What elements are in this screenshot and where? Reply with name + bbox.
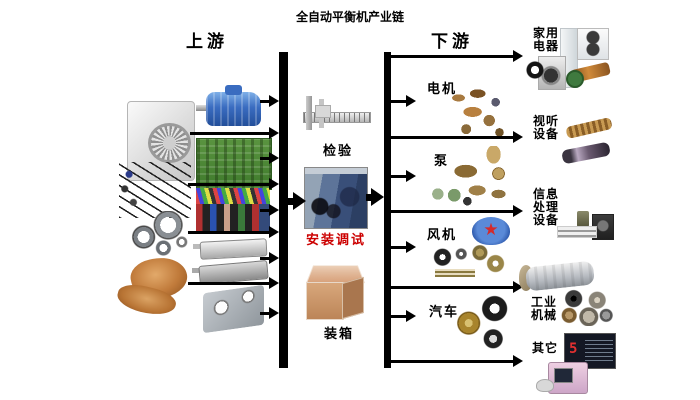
industrial-machine-image [518,259,596,295]
downstream-header: 下游 [431,32,473,51]
app-label-info-equipment: 信息处理设备 [533,187,560,227]
wooden-crate-image [305,260,365,320]
assembly-workshop-image [304,167,368,229]
fan-parts-image [430,245,508,277]
caliper-image [303,96,371,142]
product-sensor-probes [119,162,191,218]
upstream-header: 上游 [186,32,228,51]
product-bearings [126,211,194,261]
fan-star-icon: ★ [483,220,499,239]
display-digit: 5 [569,340,578,357]
step-label-inspection: 检验 [322,143,353,158]
page-title: 全自动平衡机产业链 [295,10,404,24]
black-ring-image [526,61,544,79]
pump-parts-image [428,146,510,206]
air-conditioner-outdoor-image [577,28,609,60]
fan-housing-image: ★ [472,217,510,245]
product-electric-motor [196,82,268,132]
app-label-home-appliances: 家用电器 [533,26,560,53]
motor-parts-image [447,86,511,140]
tester-mouse-image [536,379,554,392]
step-label-packing: 装箱 [323,326,354,341]
app-label-av-equipment: 视听设备 [533,114,560,141]
appliance-rotor-image [566,58,612,89]
product-copper-castings [114,252,197,320]
info-strips-image [557,226,597,238]
product-cables [196,188,270,234]
tester-machine-image [548,362,588,394]
product-pneumatic-cylinders [191,236,271,286]
info-small-part-image [577,211,589,227]
downstream-bar [384,52,391,368]
app-label-industrial: 工业机械 [531,295,558,322]
av-roller-image [565,116,613,140]
app-label-other: 其它 [532,341,559,355]
category-label-fan: 风机 [427,227,458,242]
upstream-bar [279,52,288,368]
step-label-install-debug: 安装调试 [305,232,366,247]
industrial-parts-image [558,288,614,326]
car-wheels-image [450,294,522,350]
av-cylinder-image [561,140,611,166]
